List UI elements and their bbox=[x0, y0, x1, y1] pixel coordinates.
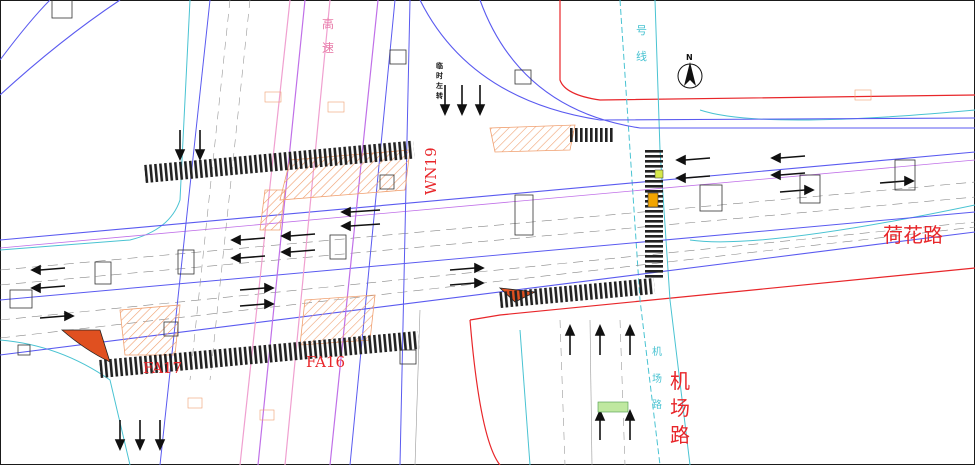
signal-box-small bbox=[654, 169, 664, 179]
road-name-jichang-3: 路 bbox=[670, 423, 690, 447]
small-tags bbox=[187, 89, 872, 421]
line-label-1: 号 bbox=[636, 24, 647, 37]
lane-text-3: 左 bbox=[435, 81, 443, 90]
zebra-crossings bbox=[99, 128, 663, 378]
lane-arrows bbox=[30, 85, 915, 451]
lane-text-4: 转 bbox=[436, 91, 443, 100]
corridor-label-1: 高 bbox=[322, 16, 334, 31]
road-name-hehua: 荷花路 bbox=[883, 223, 943, 247]
line-label-2: 线 bbox=[636, 49, 647, 63]
mark-fa17: FA17 bbox=[143, 359, 182, 377]
jichang-cyan-3: 路 bbox=[652, 398, 662, 411]
road-name-jichang-1: 机 bbox=[670, 369, 690, 393]
north-arrow-icon: N bbox=[677, 53, 703, 89]
jichang-cyan-1: 机 bbox=[652, 345, 662, 358]
north-label: N bbox=[686, 53, 693, 62]
road-name-jichang-2: 场 bbox=[670, 396, 690, 420]
equipment-symbols bbox=[9, 0, 916, 365]
mark-fa16: FA16 bbox=[306, 353, 345, 371]
jichang-cyan-2: 场 bbox=[652, 372, 662, 385]
lane-text-1: 临 bbox=[436, 61, 443, 70]
mark-wn19: WN19 bbox=[422, 147, 440, 195]
lane-text-2: 时 bbox=[436, 71, 443, 80]
corridor-label-2: 速 bbox=[322, 41, 334, 55]
ns-corridors bbox=[159, 0, 626, 465]
signal-box bbox=[647, 192, 659, 208]
